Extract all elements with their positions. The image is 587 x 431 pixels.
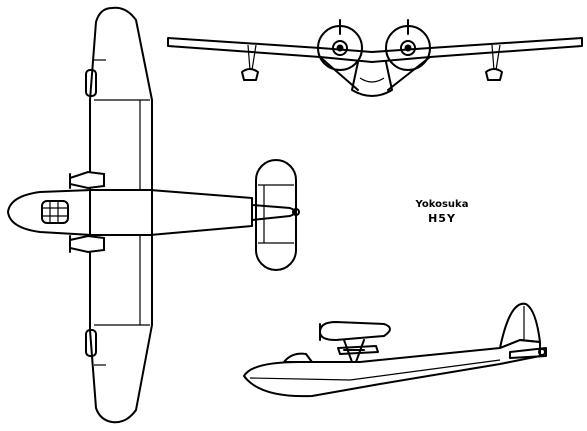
front-hull — [351, 61, 393, 97]
caption-model: H5Y — [428, 212, 456, 225]
side-engine — [318, 320, 391, 342]
plan-engine-right — [69, 234, 105, 254]
front-float-left — [241, 68, 259, 81]
side-view — [243, 302, 547, 398]
plan-view — [7, 6, 300, 424]
aircraft-caption: Yokosuka H5Y — [392, 198, 492, 226]
side-fin — [499, 302, 541, 349]
side-cockpit — [283, 352, 313, 363]
front-wing — [167, 37, 583, 63]
plan-wingtip-float-right — [85, 329, 97, 357]
front-view — [167, 19, 583, 97]
plan-engine-left — [69, 170, 105, 190]
front-float-right — [485, 68, 503, 81]
plan-wingtip-float-left — [85, 69, 97, 97]
plan-hull — [7, 189, 253, 236]
plan-cockpit — [41, 200, 69, 224]
caption-maker: Yokosuka — [415, 199, 469, 210]
plan-wing — [89, 6, 153, 424]
side-hull — [243, 339, 541, 398]
